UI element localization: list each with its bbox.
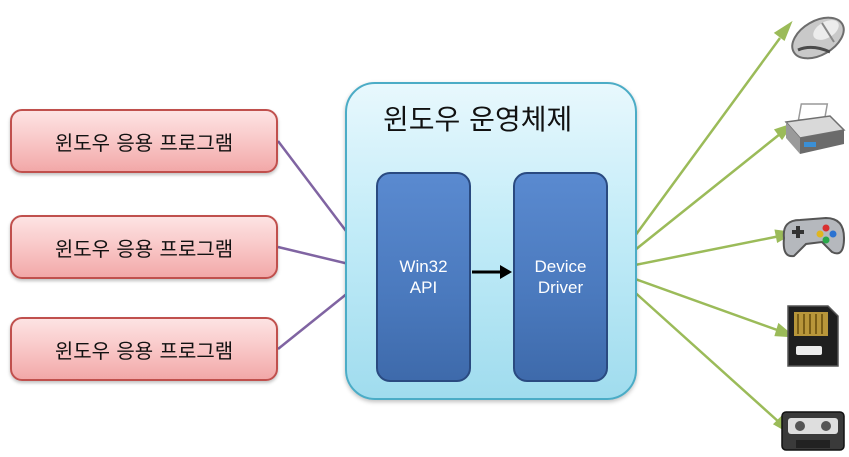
- driver-to-tape-line: [609, 269, 781, 424]
- driver-label: Driver: [537, 278, 584, 297]
- app-label: 윈도우 응용 프로그램: [54, 236, 234, 261]
- memory-card-icon: [787, 305, 839, 367]
- app-label: 윈도우 응용 프로그램: [54, 130, 234, 155]
- driver-to-mouse-line: [608, 37, 782, 271]
- api-label: API: [409, 278, 438, 297]
- win32-api-module: Win32 API: [376, 172, 471, 382]
- device-label: Device: [534, 257, 587, 276]
- app-box-3: 윈도우 응용 프로그램: [10, 317, 278, 381]
- app-label: 윈도우 응용 프로그램: [54, 338, 234, 363]
- app-box-2: 윈도우 응용 프로그램: [10, 215, 278, 279]
- printer-icon: [784, 103, 846, 154]
- driver-to-gamepad-line: [609, 234, 781, 272]
- mouse-icon: [791, 16, 845, 60]
- driver-to-printer-line: [609, 133, 781, 271]
- app-box-1: 윈도우 응용 프로그램: [10, 109, 278, 173]
- api-to-driver-arrow: [472, 265, 512, 279]
- cassette-tape-icon: [781, 411, 845, 451]
- device-driver-module: Device Driver: [513, 172, 608, 382]
- gamepad-icon: [782, 216, 846, 258]
- os-title: 윈도우 운영체제: [383, 103, 573, 136]
- arrowhead-mouse: [773, 20, 793, 41]
- driver-to-card-line: [609, 268, 781, 333]
- win32-label: Win32: [399, 257, 448, 276]
